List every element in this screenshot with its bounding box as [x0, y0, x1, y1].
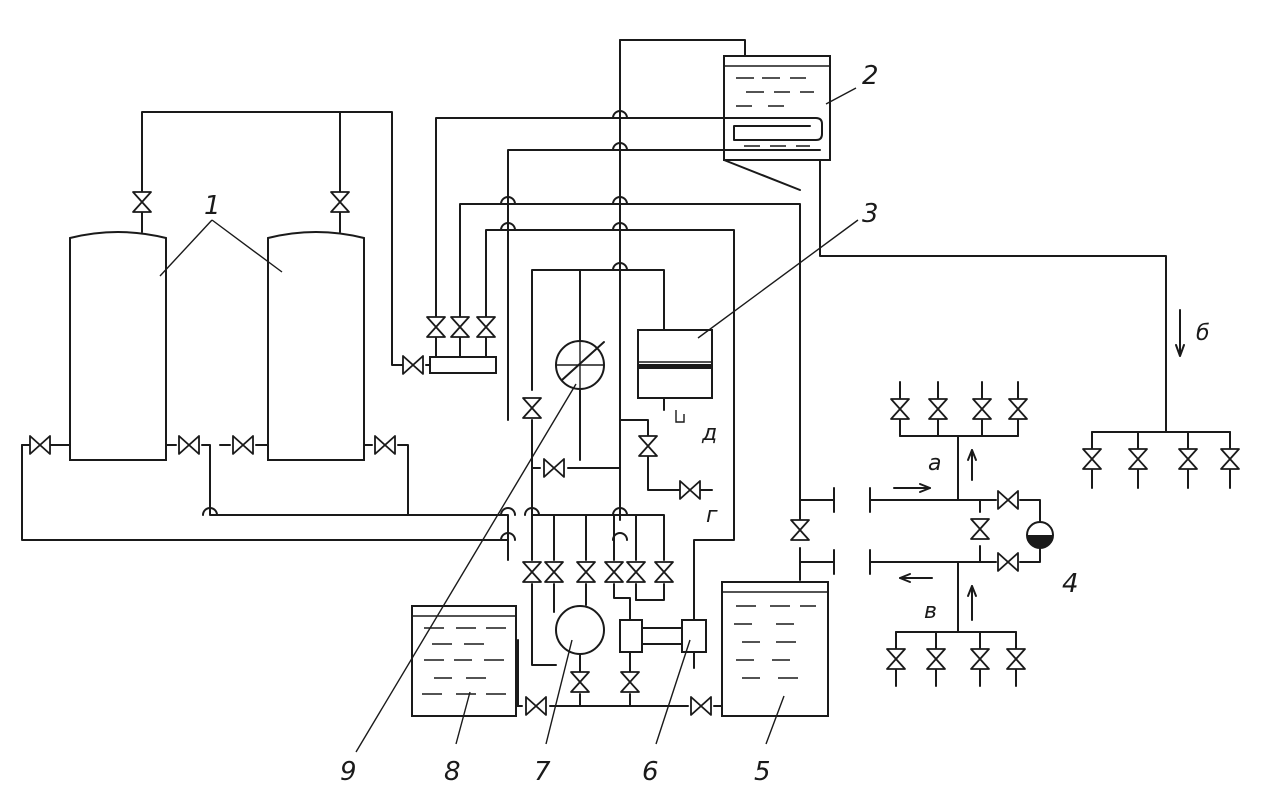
label-3: 3: [862, 199, 879, 229]
tank-2: [715, 55, 831, 161]
label-2: 2: [862, 61, 879, 91]
label-b: б: [1196, 321, 1210, 346]
labels: 1 2 3 4 5 6 7 8 9 а б в г д: [204, 61, 1210, 787]
label-9: 9: [340, 757, 357, 787]
label-v: в: [924, 599, 937, 624]
label-7: 7: [534, 757, 551, 787]
label-1: 1: [204, 191, 221, 221]
pipe-network: [21, 39, 1231, 707]
label-g: г: [706, 503, 718, 528]
tank-5: [721, 581, 829, 717]
device-9-indicator: [555, 340, 605, 390]
leader-lines: [159, 87, 859, 753]
label-4: 4: [1062, 569, 1079, 599]
label-8: 8: [444, 757, 461, 787]
label-5: 5: [754, 757, 771, 787]
device-3: [637, 329, 713, 399]
label-a: а: [928, 451, 941, 476]
tank-1-right: [267, 231, 365, 461]
label-d: д: [701, 421, 717, 446]
label-6: 6: [642, 757, 659, 787]
tank-1-left: [69, 231, 167, 461]
pump-7: [555, 605, 605, 655]
node-4-accumulator: [1026, 521, 1054, 549]
pump-6: [619, 619, 707, 653]
tank-8: [411, 605, 517, 717]
